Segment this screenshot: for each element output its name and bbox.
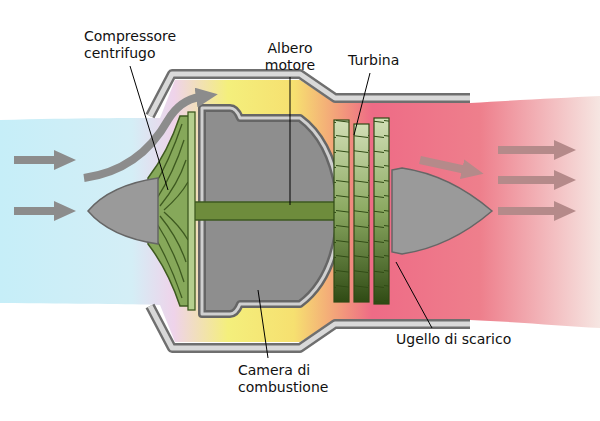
part-label: Compressore centrifugo [84,28,196,62]
flow-arrows [14,97,558,211]
airflow-region [0,80,600,342]
shaft [190,202,340,220]
spinner [88,178,158,244]
part-label: Ugello di scarico [396,331,511,348]
part-label: Albero motore [253,40,327,74]
tail-cone [392,168,492,254]
turbine-blades [334,118,389,304]
leader-lines [130,66,432,358]
part-label: Camera di combustione [238,362,342,396]
part-label: Turbina [348,52,399,69]
